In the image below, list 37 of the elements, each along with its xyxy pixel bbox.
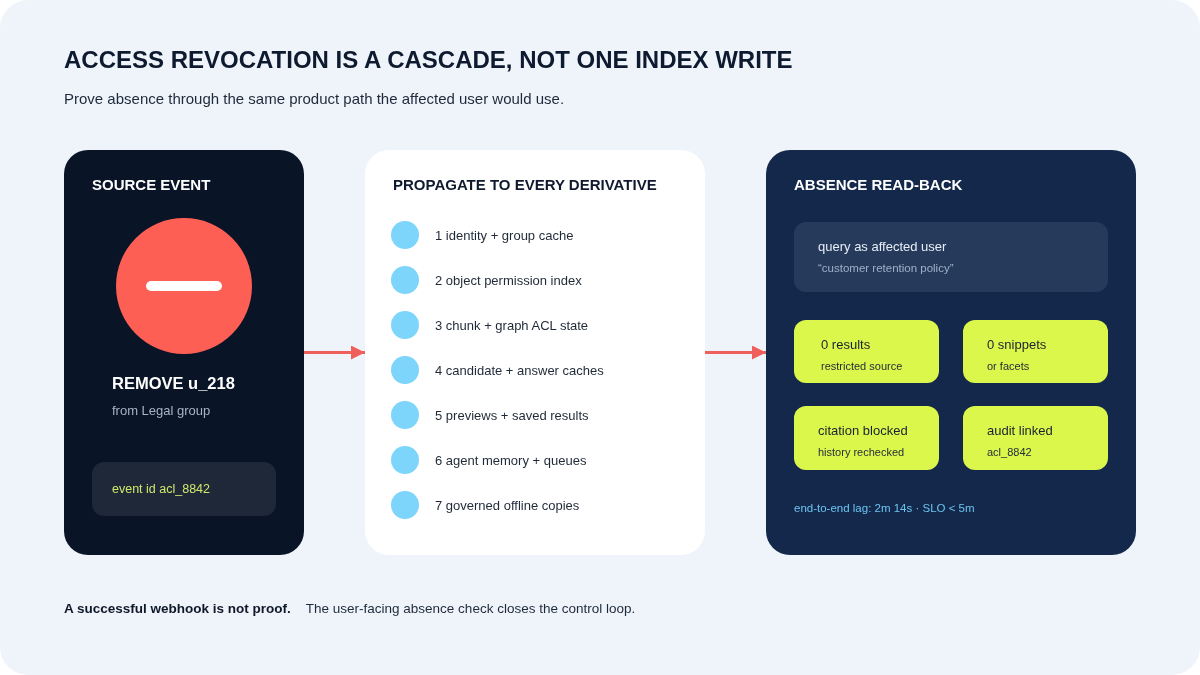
subtitle: Prove absence through the same product path the affected user would use. [64,90,565,108]
card-heading: PROPAGATE TO EVERY DERIVATIVE [393,176,657,193]
check-detail: history rechecked [818,446,906,459]
step-text: 2 object permission index [435,272,582,288]
check-tile [794,320,939,383]
step-text: 5 previews + saved results [435,407,589,423]
footer-note: A successful webhook is not proof. [64,601,291,617]
step-text: 7 governed offline copies [435,497,580,513]
event-id: event id acl_8842 [112,481,210,497]
query-text: query as affected user [818,239,948,254]
check-detail: restricted source [821,360,904,373]
footer-note: The user-facing absence check closes the control loop. [305,601,636,617]
arrow [705,345,766,360]
event-detail: from Legal group [112,403,211,418]
step-text: 4 candidate + answer caches [435,362,604,378]
check-tile [963,320,1108,383]
source-event-card [64,150,304,555]
read-back-card [766,150,1136,555]
step-text: 3 chunk + graph ACL state [435,317,589,333]
step-text: 1 identity + group cache [435,227,574,243]
check-tile [963,406,1108,470]
card-heading: SOURCE EVENT [92,176,211,193]
event-title: REMOVE u_218 [112,373,235,393]
check-result: 0 snippets [987,337,1048,352]
check-detail: or facets [987,360,1031,373]
card-heading: ABSENCE READ-BACK [794,176,963,193]
title: ACCESS REVOCATION IS A CASCADE, NOT ONE INDEX WRITE [64,46,793,74]
query-string: “customer retention policy” [818,262,955,275]
check-tile [794,406,939,470]
lag-note: end-to-end lag: 2m 14s · SLO < 5m [794,501,975,515]
check-result: 0 results [821,337,872,352]
arrow [304,345,365,360]
check-result: audit linked [987,423,1054,438]
step-text: 6 agent memory + queues [435,452,587,468]
check-detail: acl_8842 [987,446,1033,459]
check-result: citation blocked [818,423,909,438]
propagation-card [365,150,705,555]
